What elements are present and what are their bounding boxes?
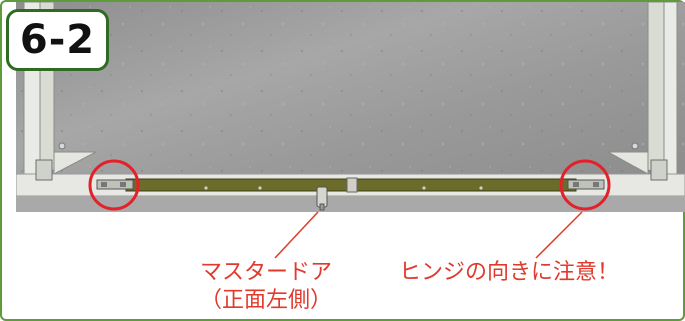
master-door-callout: マスタードア （正面左側） bbox=[186, 259, 346, 315]
step-number-badge: 6-2 bbox=[6, 9, 109, 71]
hinge-orientation-callout: ヒンジの向きに注意！ bbox=[399, 259, 619, 287]
master-door-position-label: （正面左側） bbox=[199, 288, 332, 313]
hinge-orientation-label: ヒンジの向きに注意！ bbox=[399, 260, 620, 285]
hinge-icon bbox=[567, 179, 605, 190]
step-number-label: 6-2 bbox=[19, 17, 96, 63]
master-door-label: マスタードア bbox=[199, 260, 332, 285]
hinge-highlight-right bbox=[559, 159, 611, 211]
installation-photo bbox=[16, 2, 685, 212]
hinge-highlight-left bbox=[88, 159, 140, 211]
handle-icon bbox=[316, 186, 328, 211]
hinge-icon bbox=[96, 179, 134, 190]
